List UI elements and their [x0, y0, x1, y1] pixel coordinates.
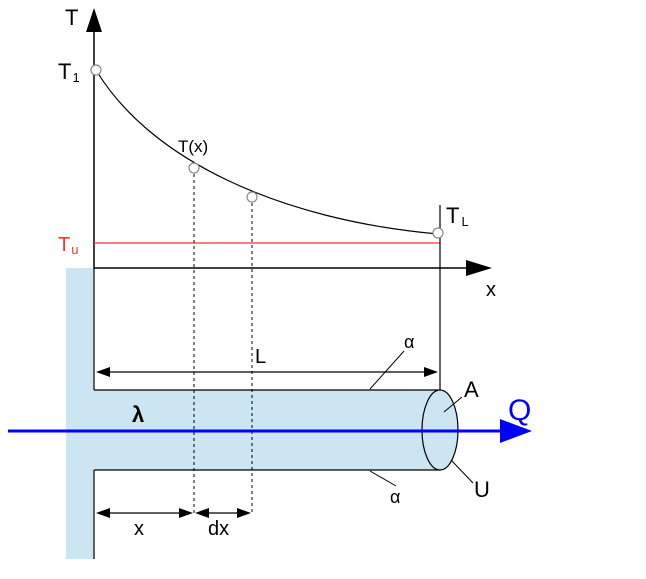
t-axis-arrowhead — [86, 8, 102, 32]
alpha-top-label: α — [404, 332, 414, 352]
dimension-x-arrow-left — [96, 508, 110, 518]
leader-alpha-bottom — [369, 470, 397, 487]
tu-label: Tu — [58, 234, 78, 257]
point-t1 — [90, 64, 102, 76]
heat-flow-label: Q — [508, 394, 531, 427]
alpha-bottom-label: α — [390, 487, 400, 507]
leader-area — [443, 396, 463, 413]
t-axis-label: T — [65, 5, 78, 30]
area-label: A — [464, 377, 479, 402]
x-dimension-label: x — [134, 518, 144, 540]
t-of-x-label: T(x) — [178, 137, 208, 156]
dimension-l-arrow-right — [424, 367, 438, 377]
dimension-x-arrow-right — [179, 508, 193, 518]
point-tx — [188, 162, 200, 174]
dimension-dx-arrow-left — [195, 508, 209, 518]
x-axis-label: x — [486, 279, 496, 301]
point-tx-dx — [246, 191, 258, 203]
point-tl — [432, 227, 444, 239]
t1-label: T1 — [58, 59, 80, 85]
length-label: L — [255, 346, 266, 368]
lambda-label: λ — [132, 402, 144, 427]
dx-dimension-label: dx — [208, 518, 229, 540]
heat-flow-arrowhead — [500, 419, 532, 443]
x-axis-arrowhead — [466, 260, 492, 276]
perimeter-label: U — [474, 477, 490, 502]
leader-alpha-top — [369, 350, 405, 390]
temperature-curve — [95, 69, 439, 235]
dimension-l-arrow-left — [96, 367, 110, 377]
dimension-dx-arrow-right — [237, 508, 251, 518]
wall-and-fin-body — [66, 268, 440, 559]
leader-perimeter — [450, 459, 474, 484]
